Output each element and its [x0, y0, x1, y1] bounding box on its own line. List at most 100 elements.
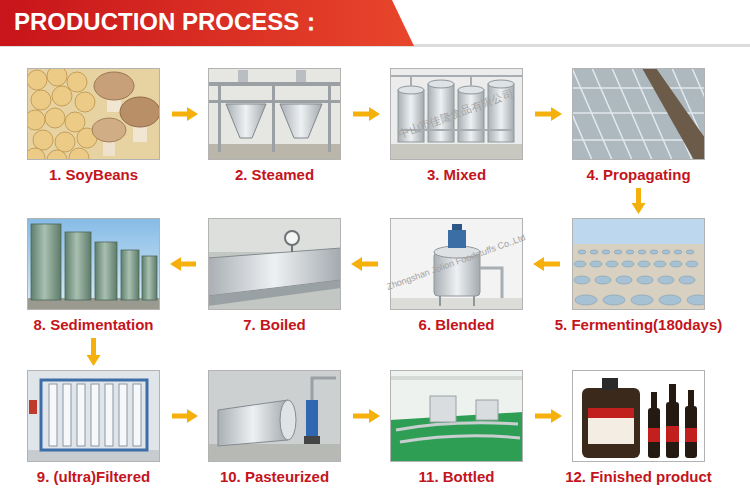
- pasteurizer-photo: [218, 400, 288, 446]
- arrow-head: [632, 203, 646, 214]
- process-step: 10. Pasteurized: [208, 370, 341, 488]
- steamer-photo: [296, 70, 306, 82]
- greenhouse-photo: [572, 87, 705, 89]
- step-caption: 9. (ultra)Filtered: [27, 466, 160, 488]
- flow-arrow: [172, 409, 198, 423]
- step-label: 8. Sedimentation: [33, 314, 153, 336]
- flow-arrow: [351, 257, 378, 271]
- pasteurizer-photo: [208, 370, 341, 462]
- product-bottles-photo: [582, 388, 640, 458]
- product-bottles-photo: [685, 406, 697, 458]
- bottling-line-photo: [390, 376, 523, 380]
- product-bottles-photo: [602, 378, 618, 390]
- soybean-photo: [27, 68, 160, 160]
- step-caption: 5. Fermenting(180days): [572, 314, 705, 336]
- step-label: 9. (ultra)Filtered: [37, 466, 150, 488]
- soybean-photo: [92, 72, 160, 156]
- step-caption: 7. Boiled: [208, 314, 341, 336]
- flow-arrow: [172, 107, 198, 121]
- soybean-photo: [67, 72, 87, 92]
- fermenting-yard-photo: [595, 276, 611, 284]
- step-caption: 8. Sedimentation: [27, 314, 160, 336]
- soybean-photo: [120, 97, 160, 127]
- fermenting-yard-photo: [674, 250, 682, 254]
- step-label: 2. Steamed: [235, 164, 314, 186]
- step-label: 1. SoyBeans: [49, 164, 138, 186]
- arrow-shaft: [360, 262, 378, 267]
- fermenting-yard-photo: [658, 276, 674, 284]
- greenhouse-photo: [532, 68, 572, 160]
- bottling-line-photo: [476, 400, 498, 420]
- step-label: 7. Boiled: [243, 314, 306, 336]
- arrow-shaft: [179, 262, 196, 267]
- soybean-photo: [33, 130, 53, 150]
- step-label: 11. Bottled: [419, 466, 495, 488]
- arrow-shaft: [172, 414, 189, 419]
- flow-arrow: [87, 338, 101, 366]
- arrow-shaft: [91, 338, 96, 357]
- step-label: 12. Finished product: [565, 466, 712, 488]
- flow-arrow: [632, 188, 646, 214]
- arrow-head: [533, 257, 544, 271]
- fermenting-yard-photo: [687, 295, 709, 305]
- arrow-head: [369, 107, 380, 121]
- fermenting-yard-photo: [622, 261, 634, 267]
- boiling-trough-photo: [208, 218, 341, 310]
- fermenting-yard-photo: [572, 218, 709, 310]
- fermenting-yard-photo: [686, 261, 698, 267]
- fermenting-yard-photo: [626, 250, 634, 254]
- soybean-photo: [27, 70, 47, 90]
- ultrafilter-photo: [63, 384, 71, 446]
- boiling-trough-photo: [208, 218, 341, 310]
- steamer-photo: [208, 68, 341, 160]
- soybean-photo: [94, 72, 134, 100]
- mixing-tank-photo: [488, 80, 514, 88]
- fermenting-yard-photo: [650, 250, 658, 254]
- fermenting-yard-photo: [679, 276, 695, 284]
- pasteurizer-photo: [312, 378, 336, 400]
- photo-frame: [27, 370, 160, 462]
- soybean-photo: [25, 110, 45, 130]
- arrow-shaft: [535, 112, 553, 117]
- fermenting-yard-photo: [616, 276, 632, 284]
- mixing-tank-photo: [390, 75, 523, 77]
- ultrafilter-photo: [49, 384, 141, 446]
- boiling-trough-photo: [208, 218, 341, 252]
- product-bottles-photo: [648, 384, 697, 458]
- bottling-line-photo: [396, 423, 518, 430]
- steamer-photo: [208, 82, 341, 152]
- fermenting-yard-photo: [574, 276, 590, 284]
- sedimentation-tank-photo: [31, 224, 61, 300]
- ultrafilter-photo: [77, 384, 85, 446]
- fermenting-yard-photo: [578, 250, 586, 254]
- boiling-trough-photo: [291, 245, 293, 252]
- product-bottles-photo: [666, 426, 679, 442]
- fermenting-yard-photo: [614, 250, 622, 254]
- arrow-shaft: [353, 414, 371, 419]
- ultrafilter-photo: [27, 370, 160, 462]
- photo-frame: [572, 370, 705, 462]
- steamer-photo: [272, 82, 275, 152]
- bottling-line-photo: [430, 396, 456, 422]
- sedimentation-tank-photo: [65, 232, 91, 300]
- blending-tank-photo: [390, 298, 523, 310]
- bottling-line-photo: [396, 423, 520, 442]
- pasteurizer-photo: [208, 444, 341, 462]
- boiling-trough-photo: [208, 280, 341, 306]
- process-step: 11. Bottled: [390, 370, 523, 488]
- fermenting-yard-photo: [602, 250, 610, 254]
- bottling-line-photo: [390, 370, 523, 462]
- soybean-photo: [25, 66, 160, 170]
- soybean-photo: [25, 148, 45, 168]
- bottling-line-photo: [390, 370, 523, 462]
- boiling-trough-photo: [285, 231, 299, 245]
- soybean-photo: [69, 148, 89, 168]
- soybean-photo: [45, 108, 65, 128]
- soybean-photo: [92, 118, 126, 142]
- blending-tank-photo: [473, 296, 475, 306]
- photo-frame: [27, 68, 160, 160]
- mixing-tank-photo: [390, 144, 523, 160]
- process-step: 8. Sedimentation: [27, 218, 160, 336]
- fermenting-yard-photo: [574, 261, 586, 267]
